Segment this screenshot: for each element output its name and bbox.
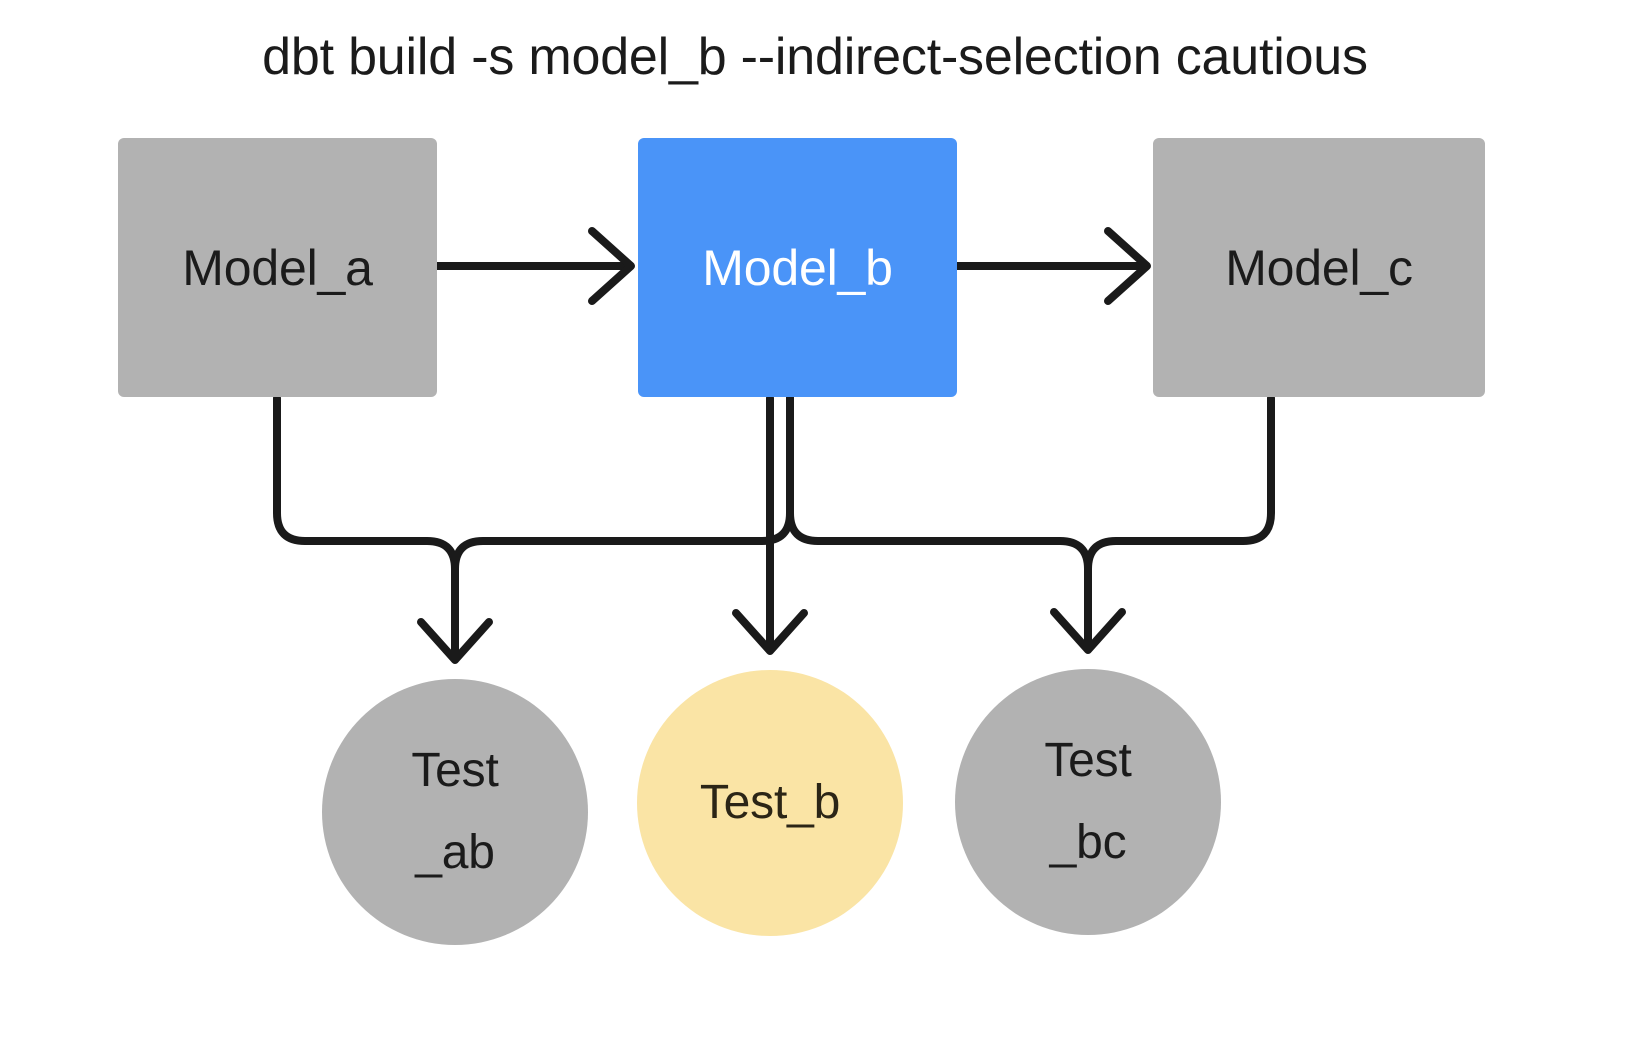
node-label-model-b: Model_b: [702, 239, 893, 296]
node-model-a[interactable]: Model_a: [118, 138, 437, 397]
node-label-model-c: Model_c: [1225, 239, 1413, 296]
diagram-title: dbt build -s model_b --indirect-selectio…: [262, 28, 1368, 86]
node-test-b[interactable]: Test_b: [637, 670, 903, 936]
node-label-model-a: Model_a: [182, 239, 373, 296]
node-label-test-ab: Test _ab: [411, 744, 499, 879]
node-label-test-bc: Test _bc: [1044, 734, 1132, 869]
edge-model-b-to-test-b: [732, 394, 808, 655]
node-model-c[interactable]: Model_c: [1153, 138, 1485, 397]
node-model-b[interactable]: Model_b: [638, 138, 957, 397]
node-test-ab[interactable]: Test _ab: [322, 679, 588, 945]
node-label-test-b: Test_b: [699, 776, 841, 829]
edge-model-b-to-model-c: [947, 227, 1151, 305]
edge-model-b-to-test-bc: [786, 394, 1126, 654]
edge-model-c-to-test-bc: [1084, 394, 1275, 653]
edge-model-a-to-model-b: [427, 227, 635, 305]
node-test-bc[interactable]: Test _bc: [955, 669, 1221, 935]
